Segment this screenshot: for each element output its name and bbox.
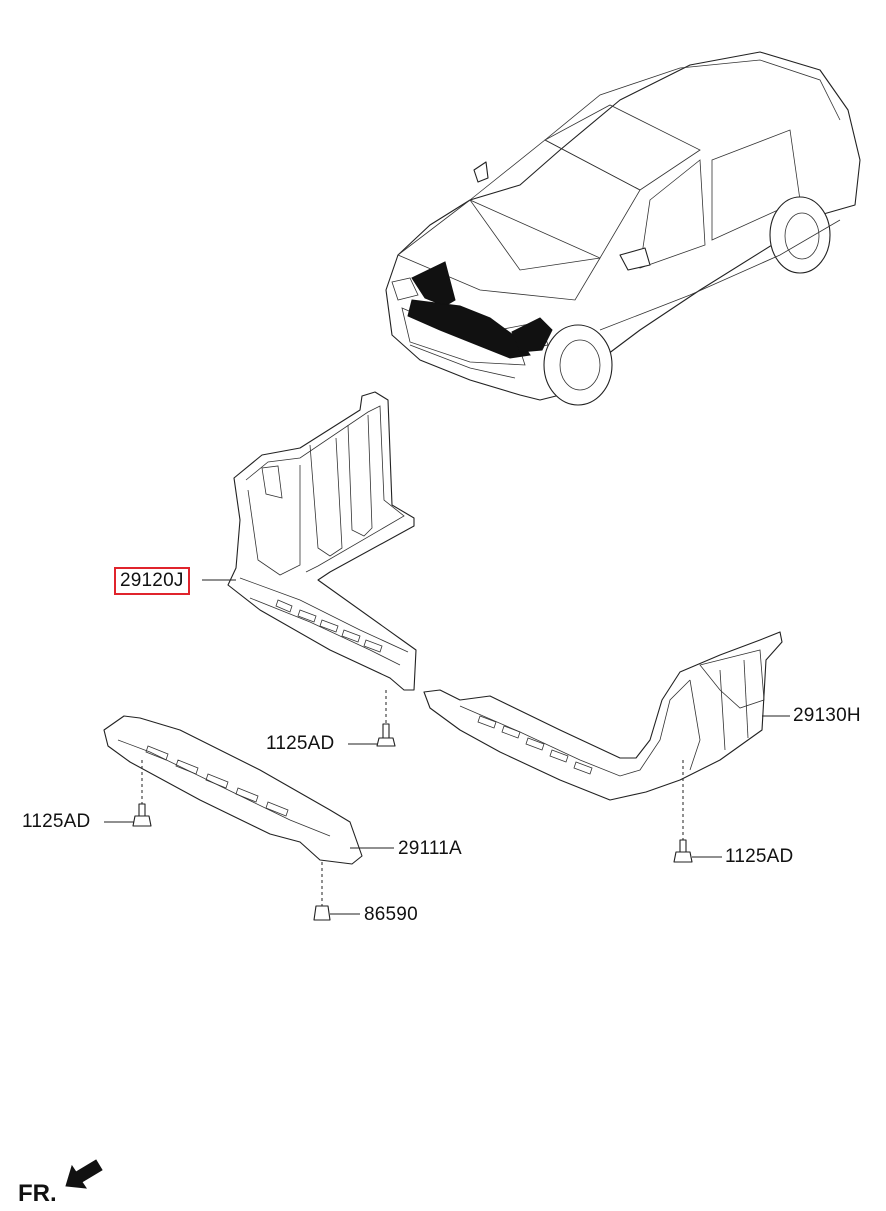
front-direction-label: FR. [18, 1180, 57, 1207]
front-arrow-icon [65, 1159, 103, 1189]
undercover-29120j [227, 391, 417, 691]
clip-86590 [313, 862, 331, 921]
part-label-29120j[interactable]: 29120J [114, 567, 190, 595]
part-label-1125ad-center[interactable]: 1125AD [266, 733, 335, 754]
bolt-1125ad-right [673, 760, 693, 863]
car-illustration [385, 51, 861, 406]
bolt-1125ad-center [376, 690, 396, 747]
bolt-1125ad-left [132, 760, 152, 827]
leader-lines [104, 579, 790, 915]
part-label-1125ad-right[interactable]: 1125AD [725, 846, 794, 867]
cover-29111a [103, 715, 363, 865]
part-label-1125ad-left[interactable]: 1125AD [22, 811, 91, 832]
part-label-29111a[interactable]: 29111A [398, 838, 462, 859]
part-label-86590[interactable]: 86590 [364, 904, 418, 925]
part-label-29130h[interactable]: 29130H [793, 705, 861, 726]
undercover-29130h [423, 631, 783, 801]
